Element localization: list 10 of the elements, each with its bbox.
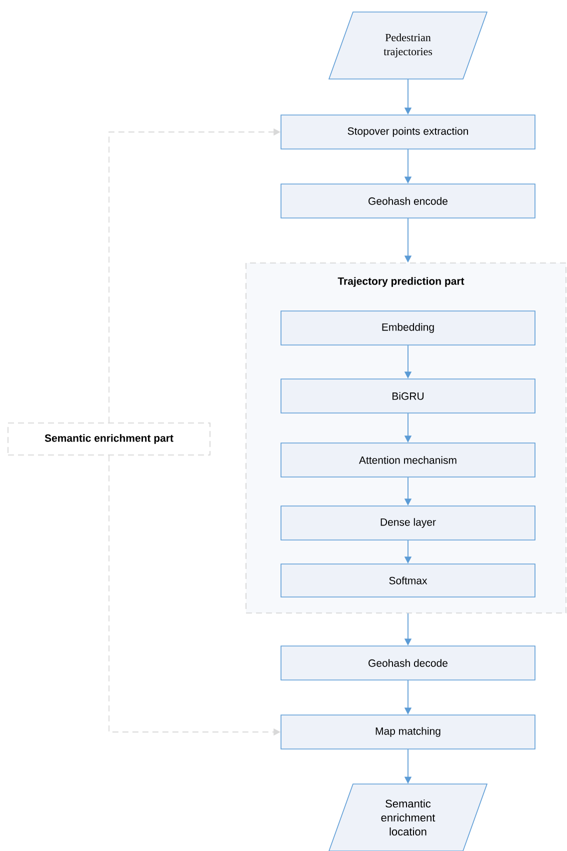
process-box: Attention mechanism	[280, 442, 536, 478]
process-box: Stopover points extraction	[280, 114, 536, 150]
process-box: BiGRU	[280, 378, 536, 414]
process-box: Geohash decode	[280, 646, 536, 680]
process-box: Softmax	[280, 564, 536, 598]
process-box: Dense layer	[280, 506, 536, 540]
process-box: Geohash encode	[280, 184, 536, 218]
process-box: Map matching	[280, 714, 536, 750]
group-label-box: Semantic enrichment part	[8, 422, 210, 456]
process-box: Embedding	[280, 310, 536, 346]
